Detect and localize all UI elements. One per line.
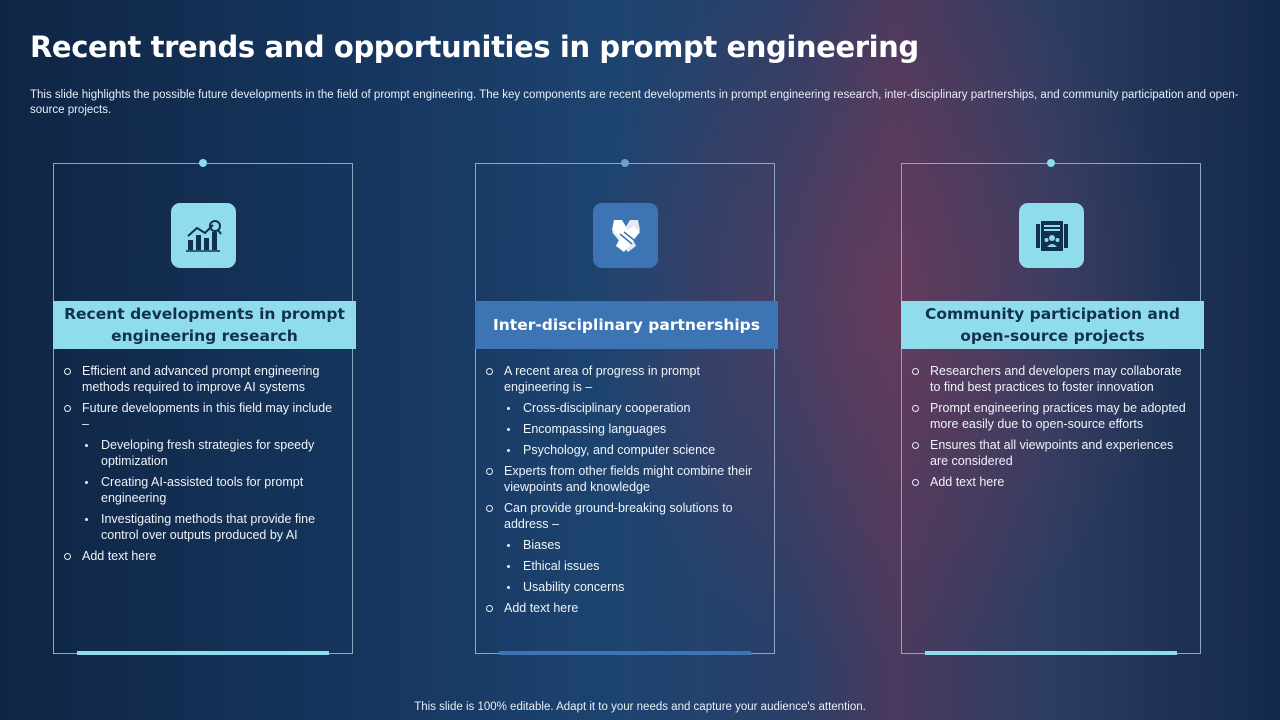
card-top-dot	[1047, 159, 1055, 167]
card-recent-developments: Recent developments in prompt engineerin…	[53, 159, 356, 655]
sub-list-item: Usability concerns	[484, 579, 760, 595]
list-item: Prompt engineering practices may be adop…	[910, 400, 1186, 432]
card-body: Researchers and developers may collabora…	[910, 363, 1186, 495]
card-partnerships: Inter-disciplinary partnerships A recent…	[475, 159, 778, 655]
card-top-dot	[621, 159, 629, 167]
community-document-icon	[1019, 203, 1084, 268]
slide-subtitle: This slide highlights the possible futur…	[30, 89, 1239, 116]
card-body: A recent area of progress in prompt engi…	[484, 363, 760, 621]
list-item: Efficient and advanced prompt engineerin…	[62, 363, 338, 395]
sub-list-item: Biases	[484, 537, 760, 553]
sub-list-item: Ethical issues	[484, 558, 760, 574]
handshake-icon	[593, 203, 658, 268]
sub-list-item: Investigating methods that provide fine …	[62, 511, 338, 543]
card-bottom-bar	[499, 651, 751, 655]
card-body: Efficient and advanced prompt engineerin…	[62, 363, 338, 569]
sub-list-item: Developing fresh strategies for speedy o…	[62, 437, 338, 469]
card-top-dot	[199, 159, 207, 167]
list-item: A recent area of progress in prompt engi…	[484, 363, 760, 395]
list-item: Experts from other fields might combine …	[484, 463, 760, 495]
card-header: Inter-disciplinary partnerships	[475, 301, 778, 349]
list-item: Future developments in this field may in…	[62, 400, 338, 432]
list-item: Researchers and developers may collabora…	[910, 363, 1186, 395]
card-community: Community participation and open-source …	[901, 159, 1204, 655]
card-bottom-bar	[77, 651, 329, 655]
card-header: Recent developments in prompt engineerin…	[53, 301, 356, 349]
list-item: Add text here	[484, 600, 760, 616]
sub-list-item: Psychology, and computer science	[484, 442, 760, 458]
list-item: Ensures that all viewpoints and experien…	[910, 437, 1186, 469]
sub-list-item: Encompassing languages	[484, 421, 760, 437]
list-item: Can provide ground-breaking solutions to…	[484, 500, 760, 532]
card-bottom-bar	[925, 651, 1177, 655]
sub-list-item: Cross-disciplinary cooperation	[484, 400, 760, 416]
list-item: Add text here	[62, 548, 338, 564]
slide-footer: This slide is 100% editable. Adapt it to…	[414, 701, 866, 713]
card-header: Community participation and open-source …	[901, 301, 1204, 349]
growth-chart-icon	[171, 203, 236, 268]
list-item: Add text here	[910, 474, 1186, 490]
slide-title: Recent trends and opportunities in promp…	[30, 30, 919, 64]
sub-list-item: Creating AI-assisted tools for prompt en…	[62, 474, 338, 506]
